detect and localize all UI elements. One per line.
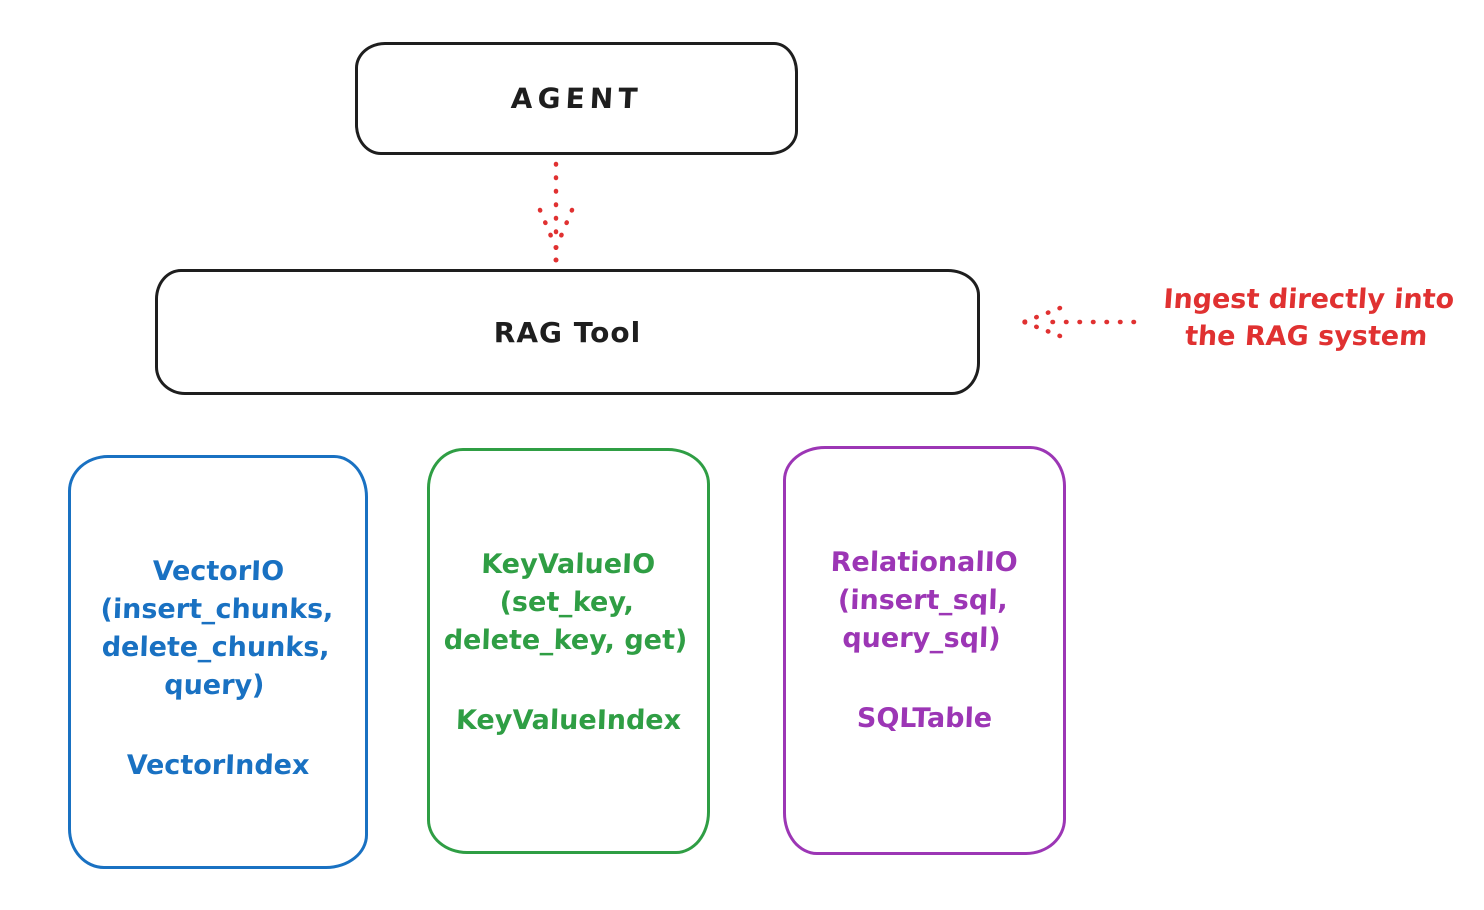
vector-index-label: VectorIndex	[126, 750, 310, 781]
vector-io-signature-line: (insert_chunks,	[100, 594, 335, 625]
keyvalue-io-title: KeyValueIO	[480, 549, 656, 580]
vector-io-box: VectorIO (insert_chunks, delete_chunks, …	[68, 455, 368, 869]
dotted-down-arrow-icon	[537, 161, 575, 263]
ingest-annotation-line2: the RAG system	[1184, 321, 1429, 352]
keyvalue-io-box: KeyValueIO (set_key, delete_key, get) Ke…	[427, 448, 710, 854]
agent-box: AGENT	[355, 42, 798, 155]
vector-io-signature-line: query)	[163, 670, 265, 701]
relational-io-signature-line: query_sql)	[841, 623, 1002, 654]
keyvalue-io-signature-line: (set_key,	[499, 587, 635, 618]
keyvalue-io-text: KeyValueIO (set_key, delete_key, get)	[426, 451, 710, 660]
ingest-annotation: Ingest directly into the RAG system	[1132, 281, 1482, 355]
vector-io-text: VectorIO (insert_chunks, delete_chunks, …	[67, 458, 370, 705]
relational-io-title: RelationalIO	[830, 547, 1019, 578]
dotted-left-arrow-icon	[1021, 305, 1137, 339]
vector-io-signature-line: delete_chunks,	[101, 632, 331, 663]
rag-tool-box: RAG Tool	[155, 269, 980, 395]
keyvalue-io-signature-line: delete_key, get)	[443, 625, 688, 656]
rag-tool-label: RAG Tool	[493, 315, 642, 349]
relational-io-signature-line: (insert_sql,	[837, 585, 1009, 616]
relational-io-text: RelationalIO (insert_sql, query_sql)	[782, 449, 1066, 658]
relational-io-box: RelationalIO (insert_sql, query_sql) SQL…	[783, 446, 1066, 855]
ingest-annotation-line1: Ingest directly into	[1162, 284, 1456, 315]
agent-label: AGENT	[509, 82, 644, 115]
sql-table-label: SQLTable	[856, 703, 993, 734]
keyvalue-index-label: KeyValueIndex	[455, 705, 682, 736]
vector-io-title: VectorIO	[152, 556, 285, 587]
